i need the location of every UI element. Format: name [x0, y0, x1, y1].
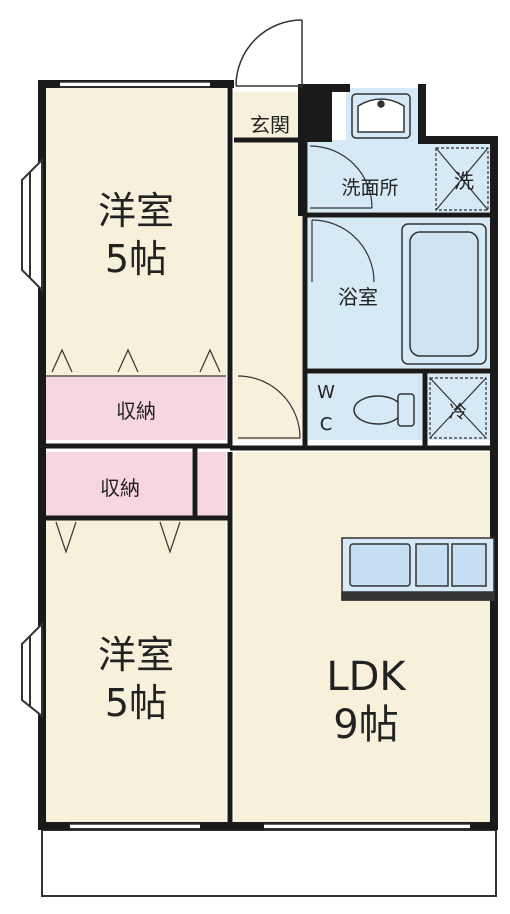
washroom-label: 洗面所 — [341, 177, 398, 199]
entrance-label: 玄関 — [250, 113, 290, 137]
kitchen-counter — [341, 537, 495, 601]
hall-floor — [234, 140, 302, 440]
bedroom-bottom-floor — [46, 516, 226, 822]
ldk-size: 9帖 — [333, 702, 398, 748]
fridge-label: 冷 — [449, 402, 467, 423]
toilet-door — [237, 375, 301, 439]
vanity-sink — [351, 93, 411, 139]
inner-walls — [42, 88, 494, 826]
washer-label: 洗 — [454, 169, 474, 193]
toilet-label-c: C — [320, 414, 333, 435]
toilet-fixture — [353, 393, 415, 427]
ldk-floor — [234, 452, 490, 822]
washroom-door — [309, 145, 373, 209]
closet-doors-bottom — [55, 521, 181, 554]
bedroom-bottom-size: 5帖 — [105, 681, 167, 725]
bathroom-label: 浴室 — [338, 285, 378, 309]
front-door — [235, 19, 303, 88]
bay-window-top — [21, 157, 43, 293]
closet-bottom-floor — [46, 452, 192, 516]
washer-space — [435, 147, 489, 211]
closet-doors-top — [51, 348, 221, 373]
balcony-windows — [70, 823, 470, 830]
bedroom-top-floor — [46, 88, 226, 376]
ldk-name: LDK — [326, 654, 407, 700]
bedroom-top-name: 洋室 — [98, 189, 174, 233]
bathroom-door — [311, 219, 375, 283]
bay-window-bottom — [21, 621, 43, 719]
wall-pillar — [302, 88, 332, 142]
toilet-label-w: W — [317, 382, 335, 403]
balcony — [41, 829, 497, 897]
closet-bottom-label: 収納 — [100, 476, 140, 500]
bathtub — [401, 223, 487, 365]
closet-small-floor — [198, 452, 226, 516]
bedroom-bottom-name: 洋室 — [98, 633, 174, 677]
closet-top-label: 収納 — [116, 399, 156, 423]
closet-top-floor — [46, 376, 226, 440]
bedroom-top-size: 5帖 — [105, 237, 167, 281]
fridge-space — [429, 377, 487, 439]
top-window — [60, 81, 210, 88]
entrance-floor — [234, 92, 302, 140]
